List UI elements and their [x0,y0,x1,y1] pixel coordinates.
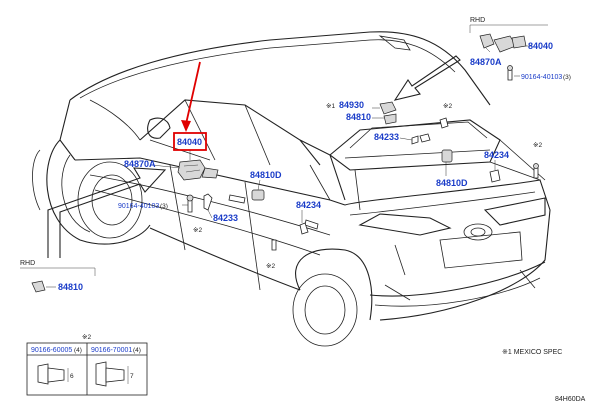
rhd-top-label: RHD [470,17,485,24]
clip-upper-right-2[interactable] [411,135,419,145]
mark-2-left-lower: ※2 [266,263,275,270]
legend-dim2: 7 [130,373,134,380]
part-84234-right-label[interactable]: 84234 [484,150,509,160]
part-84233-right-label[interactable]: 84233 [374,132,399,142]
diagram-code: 84H60DA [555,396,586,403]
rhd-top-inset [469,24,548,81]
clip-90166-70001-icon [95,361,129,387]
highlight-arrow [181,61,201,132]
legend-col1-qty: (4) [74,347,82,354]
highlight-box [173,132,207,151]
part-84810D-left-label[interactable]: 84810D [250,170,282,180]
screw-right[interactable] [533,163,539,179]
clip-84810D-left-part[interactable] [251,189,265,201]
clip-left-lower[interactable] [271,239,277,251]
mexico-spec-note: ※1 MEXICO SPEC [502,349,562,356]
part-84040-main-component[interactable] [177,159,219,181]
vehicle-outline [32,31,551,347]
clip-84234-left-part[interactable] [299,222,309,235]
part-90164-main-qty: (3) [160,203,168,210]
mark-1-84930: ※1 [326,103,335,110]
part-90164-rhd-qty: (3) [563,74,571,81]
mark-2-left-screw: ※2 [193,227,202,234]
clip-84234-right-part[interactable] [489,169,501,183]
clip-90166-60005-icon [37,363,69,385]
clip-84810D-right-part[interactable] [441,149,453,163]
rhd-bottom-label: RHD [20,260,35,267]
part-84040-rhd-label[interactable]: 84040 [528,41,553,51]
rhd-bottom-inset [20,267,96,293]
part-84810-top-label[interactable]: 84810 [346,112,371,122]
part-84930-label[interactable]: 84930 [339,100,364,110]
part-84040-main-label[interactable]: 84040 [177,137,202,147]
part-84870A-main-label[interactable]: 84870A [124,159,156,169]
part-84870A-rhd-label[interactable]: 84870A [470,57,502,67]
screw-90164-main[interactable] [186,194,194,213]
mark-2-right-screw: ※2 [533,142,542,149]
legend-col2-qty: (4) [133,347,141,354]
direction-arrow-top [393,55,461,101]
part-84810D-right-label[interactable]: 84810D [436,178,468,188]
fastener-legend: ※2 90166-60005 (4) 90166-70001 (4) 6 7 [26,334,148,396]
legend-col2-part[interactable]: 90166-70001 [91,347,132,354]
clip-84233-left-part[interactable] [203,193,213,211]
part-84233-left-label[interactable]: 84233 [213,213,238,223]
part-90164-main-label[interactable]: 90164-40103 [118,203,159,210]
part-84234-left-label[interactable]: 84234 [296,200,321,210]
part-90164-rhd-label[interactable]: 90164-40103 [521,74,562,81]
part-84930-component[interactable] [379,101,397,125]
mark-2-top-right: ※2 [443,103,452,110]
leader-lines [46,45,532,288]
clip-84233-right-part[interactable] [419,133,431,143]
legend-title: ※2 [82,334,91,341]
part-84810-rhd-label[interactable]: 84810 [58,282,83,292]
legend-col1-part[interactable]: 90166-60005 [31,347,72,354]
direction-arrow-left [47,167,167,258]
clip-upper-right-1[interactable] [439,117,449,129]
legend-dim1: 6 [70,373,74,380]
